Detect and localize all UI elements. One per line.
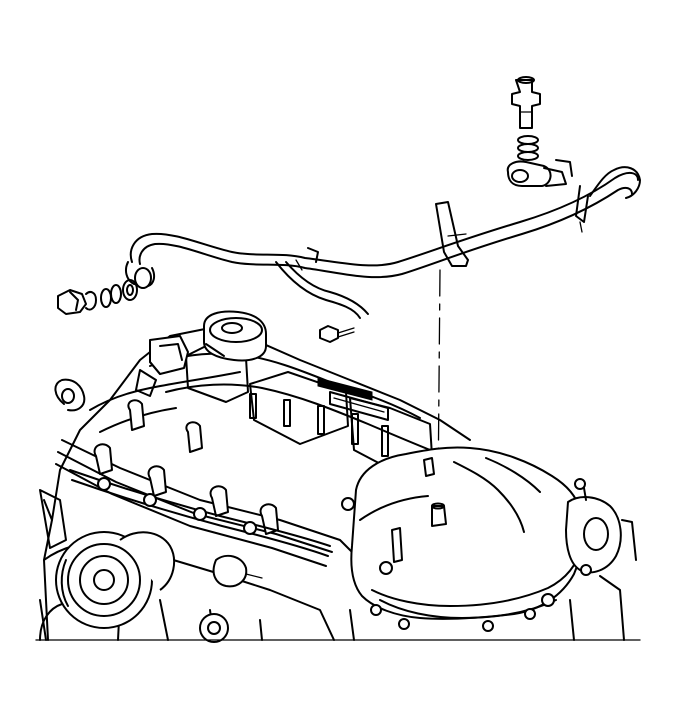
fuel-rail xyxy=(69,469,331,557)
tube-bracket xyxy=(435,201,469,267)
install-guide-line xyxy=(437,269,441,499)
oil-filler-cap xyxy=(203,310,267,362)
o-ring-seals xyxy=(517,135,539,161)
bracket-bolt xyxy=(319,325,355,343)
tube-end-connector xyxy=(506,159,573,187)
pcv-valve xyxy=(511,76,541,129)
plug-and-o-rings xyxy=(57,279,138,315)
engine-cylinder-head xyxy=(39,327,471,641)
pcv-port-fitting xyxy=(431,505,447,527)
cam-position-sensor xyxy=(135,335,189,397)
tube-end-fitting xyxy=(134,267,152,289)
pcv-tube-assembly xyxy=(125,166,641,319)
turbocharger xyxy=(39,531,263,643)
ignition-coil-towers xyxy=(249,393,389,457)
intake-manifold xyxy=(341,446,637,641)
cam-cover-bosses xyxy=(93,399,279,535)
